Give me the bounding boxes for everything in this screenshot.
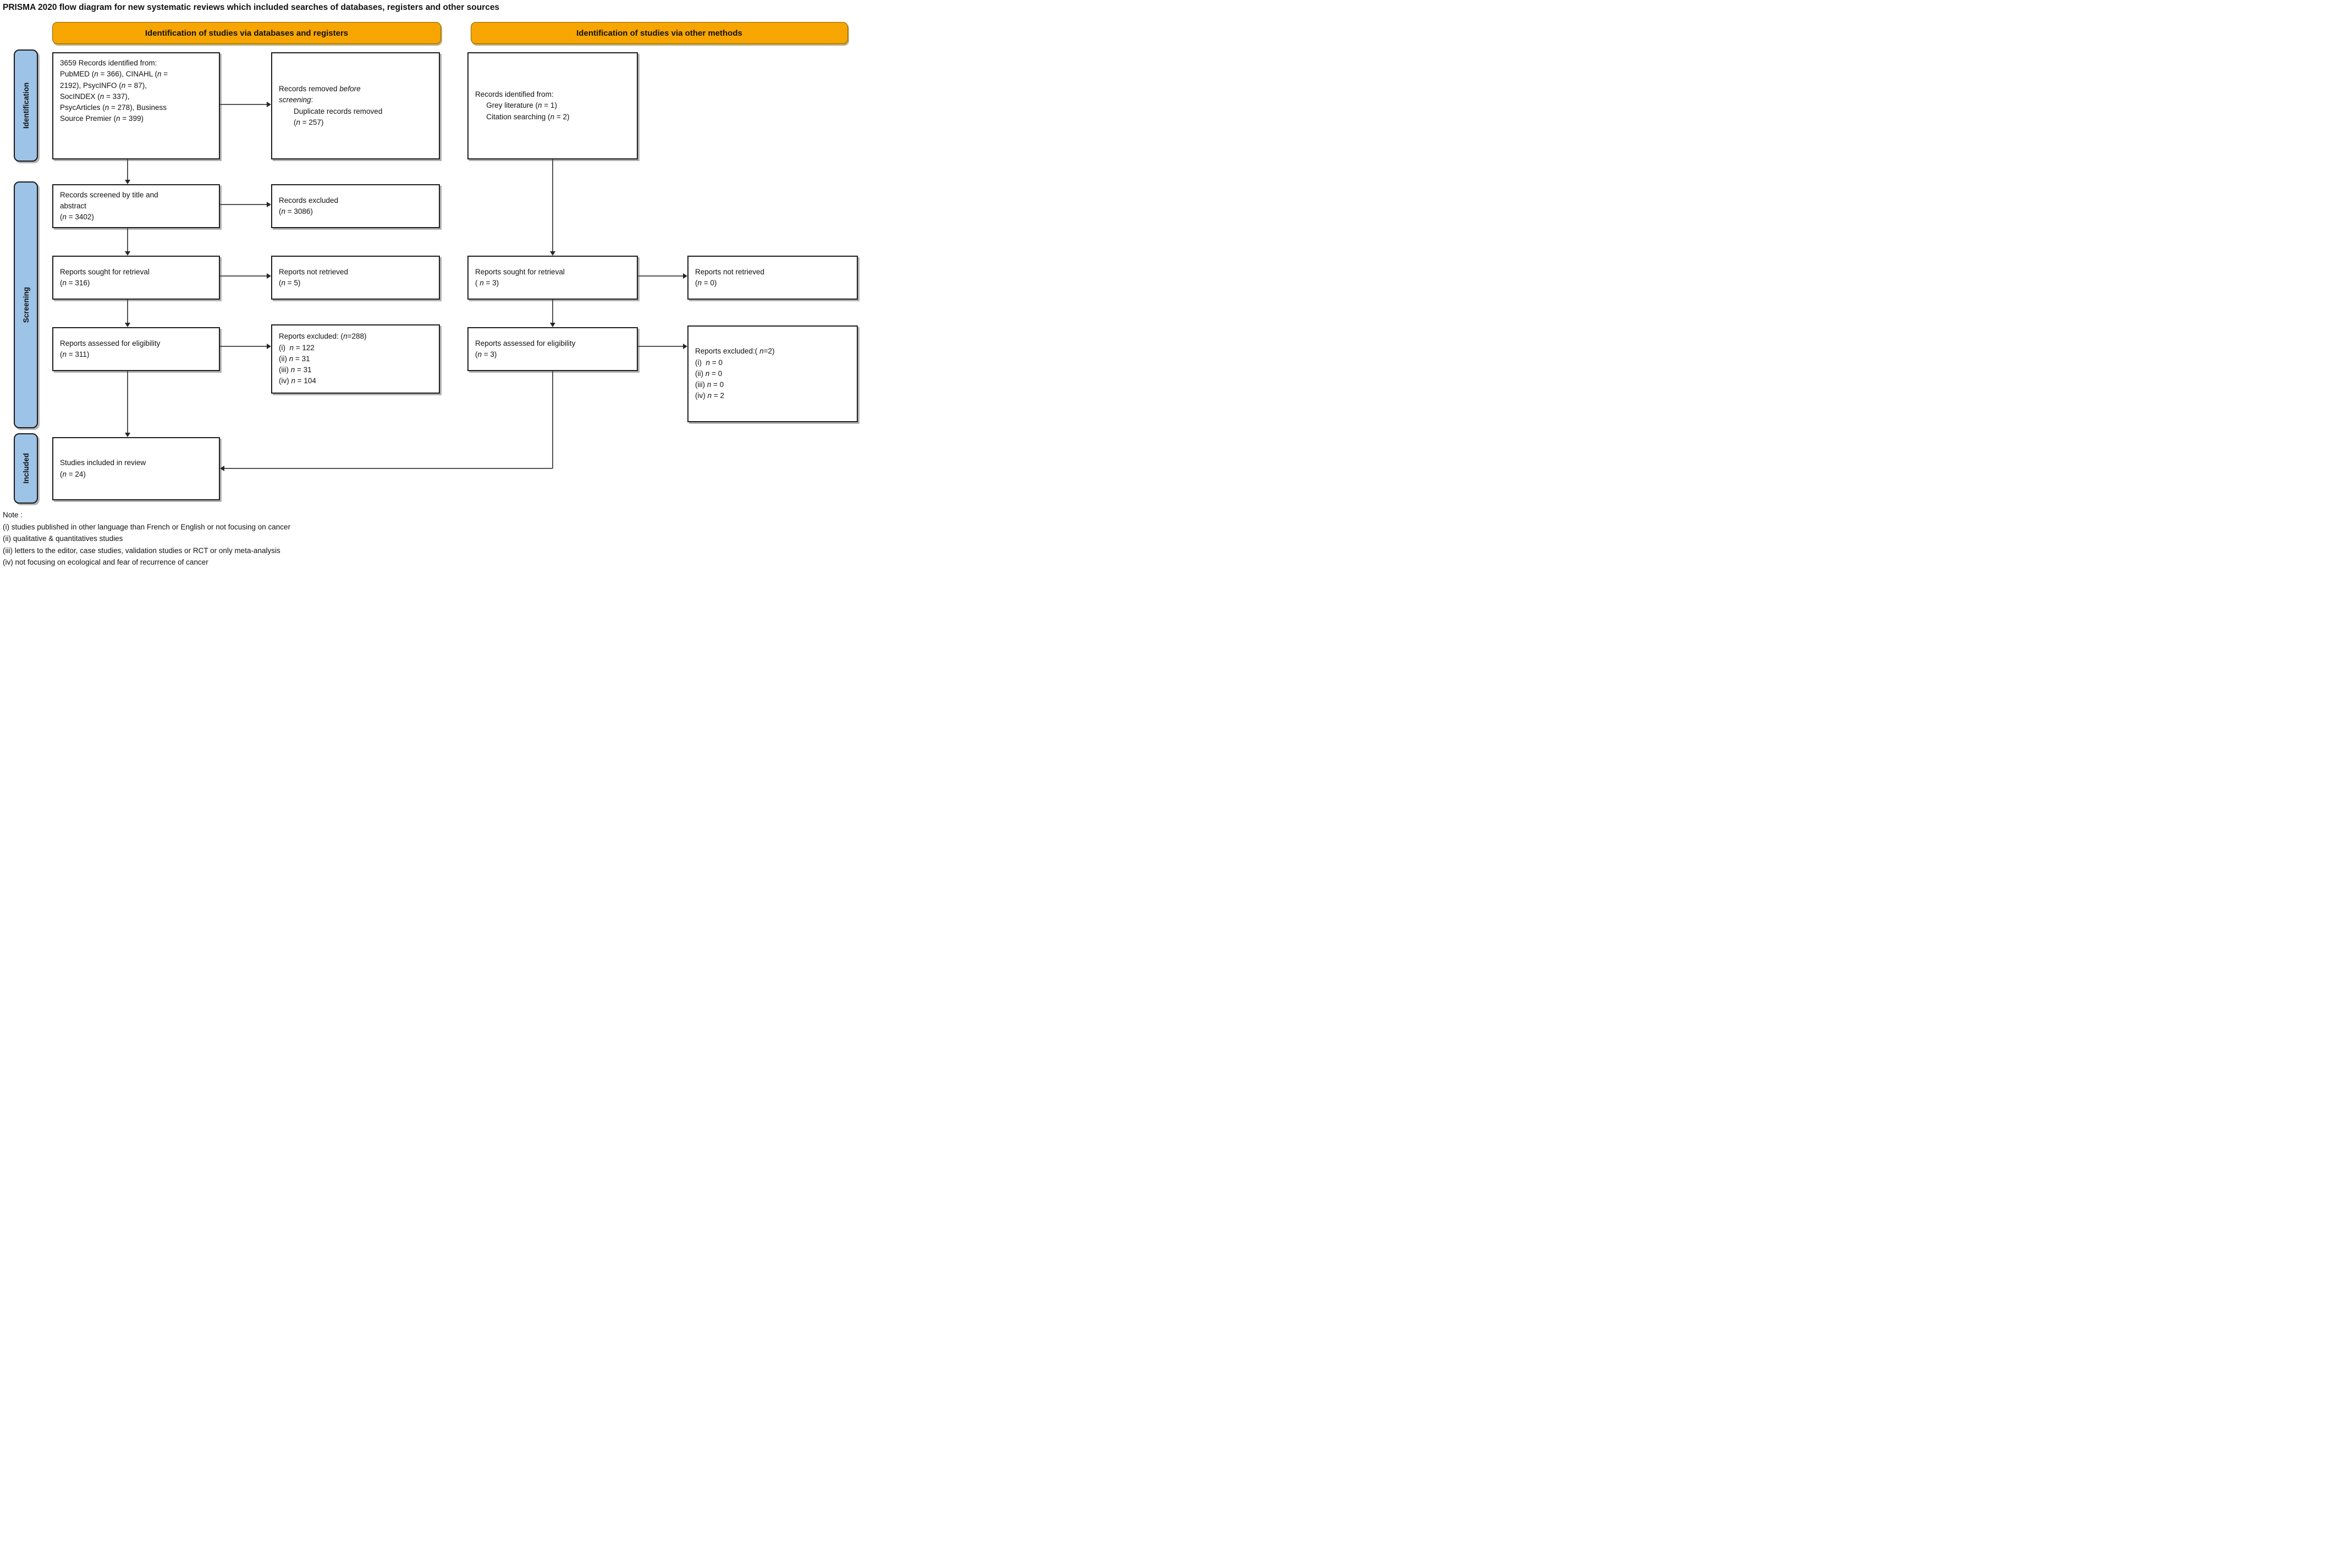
connector-assessed-other-down — [552, 371, 553, 468]
box-reports-not-retrieved-databases: Reports not retrieved(n = 5) — [271, 256, 440, 300]
connector-sought-to-assessed — [127, 300, 128, 323]
connector-other-to-included — [224, 468, 553, 469]
stage-bar-screening: Screening — [14, 181, 38, 428]
connector-identified-to-screened — [127, 159, 128, 180]
box-reports-sought-databases: Reports sought for retrieval(n = 316) — [52, 256, 220, 300]
header-other-methods-label: Identification of studies via other meth… — [576, 28, 742, 38]
connector-identified-to-removed — [220, 104, 267, 105]
arrowhead-sought-to-not-retrieved-db — [267, 273, 271, 279]
connector-screened-to-excluded — [220, 204, 267, 205]
arrowhead-screened-to-excluded — [267, 202, 271, 207]
stage-label-included: Included — [21, 453, 30, 484]
arrowhead-identified-other-to-sought — [550, 251, 555, 256]
box-records-excluded: Records excluded(n = 3086) — [271, 184, 440, 228]
box-reports-excluded-databases: Reports excluded: (n=288)(i) n = 122(ii)… — [271, 324, 440, 394]
stage-bar-identification: Identification — [14, 49, 38, 162]
stage-label-screening: Screening — [21, 286, 30, 323]
stage-label-identification: Identification — [21, 82, 30, 129]
arrowhead-identified-to-screened — [125, 180, 130, 184]
header-databases-registers: Identification of studies via databases … — [52, 22, 441, 44]
box-reports-assessed-databases: Reports assessed for eligibility(n = 311… — [52, 327, 220, 371]
stage-bar-included: Included — [14, 433, 38, 504]
box-studies-included: Studies included in review(n = 24) — [52, 437, 220, 500]
arrowhead-sought-other-to-not-retrieved — [683, 273, 687, 279]
header-databases-registers-label: Identification of studies via databases … — [145, 28, 349, 38]
arrowhead-assessed-to-excluded-db — [267, 344, 271, 349]
box-records-identified-databases: 3659 Records identified from:PubMED (n =… — [52, 52, 220, 159]
arrowhead-other-to-included — [220, 466, 224, 471]
connector-assessed-to-included — [127, 371, 128, 433]
connector-sought-other-to-not-retrieved — [638, 275, 683, 277]
header-other-methods: Identification of studies via other meth… — [471, 22, 848, 44]
arrowhead-identified-to-removed — [267, 102, 271, 107]
box-reports-assessed-other: Reports assessed for eligibility(n = 3) — [467, 327, 638, 371]
box-reports-sought-other: Reports sought for retrieval( n = 3) — [467, 256, 638, 300]
connector-screened-to-sought — [127, 228, 128, 251]
arrowhead-assessed-to-included — [125, 433, 130, 437]
connector-identified-other-to-sought — [552, 159, 553, 251]
page-title: PRISMA 2020 flow diagram for new systema… — [3, 3, 500, 12]
box-reports-excluded-other: Reports excluded:( n=2)(i) n = 0(ii) n =… — [687, 325, 858, 422]
arrowhead-assessed-other-to-excluded — [683, 344, 687, 349]
connector-assessed-other-to-excluded — [638, 346, 683, 347]
box-reports-not-retrieved-other: Reports not retrieved(n = 0) — [687, 256, 858, 300]
connector-sought-other-to-assessed — [552, 300, 553, 323]
arrowhead-sought-to-assessed — [125, 323, 130, 327]
arrowhead-sought-other-to-assessed — [550, 323, 555, 327]
connector-sought-to-not-retrieved-db — [220, 275, 267, 277]
arrowhead-screened-to-sought — [125, 251, 130, 256]
prisma-flow-diagram: PRISMA 2020 flow diagram for new systema… — [0, 0, 862, 575]
connector-assessed-to-excluded-db — [220, 346, 267, 347]
footnote: Note :(i) studies published in other lan… — [3, 511, 291, 567]
box-records-identified-other-methods: Records identified from: Grey literature… — [467, 52, 638, 159]
